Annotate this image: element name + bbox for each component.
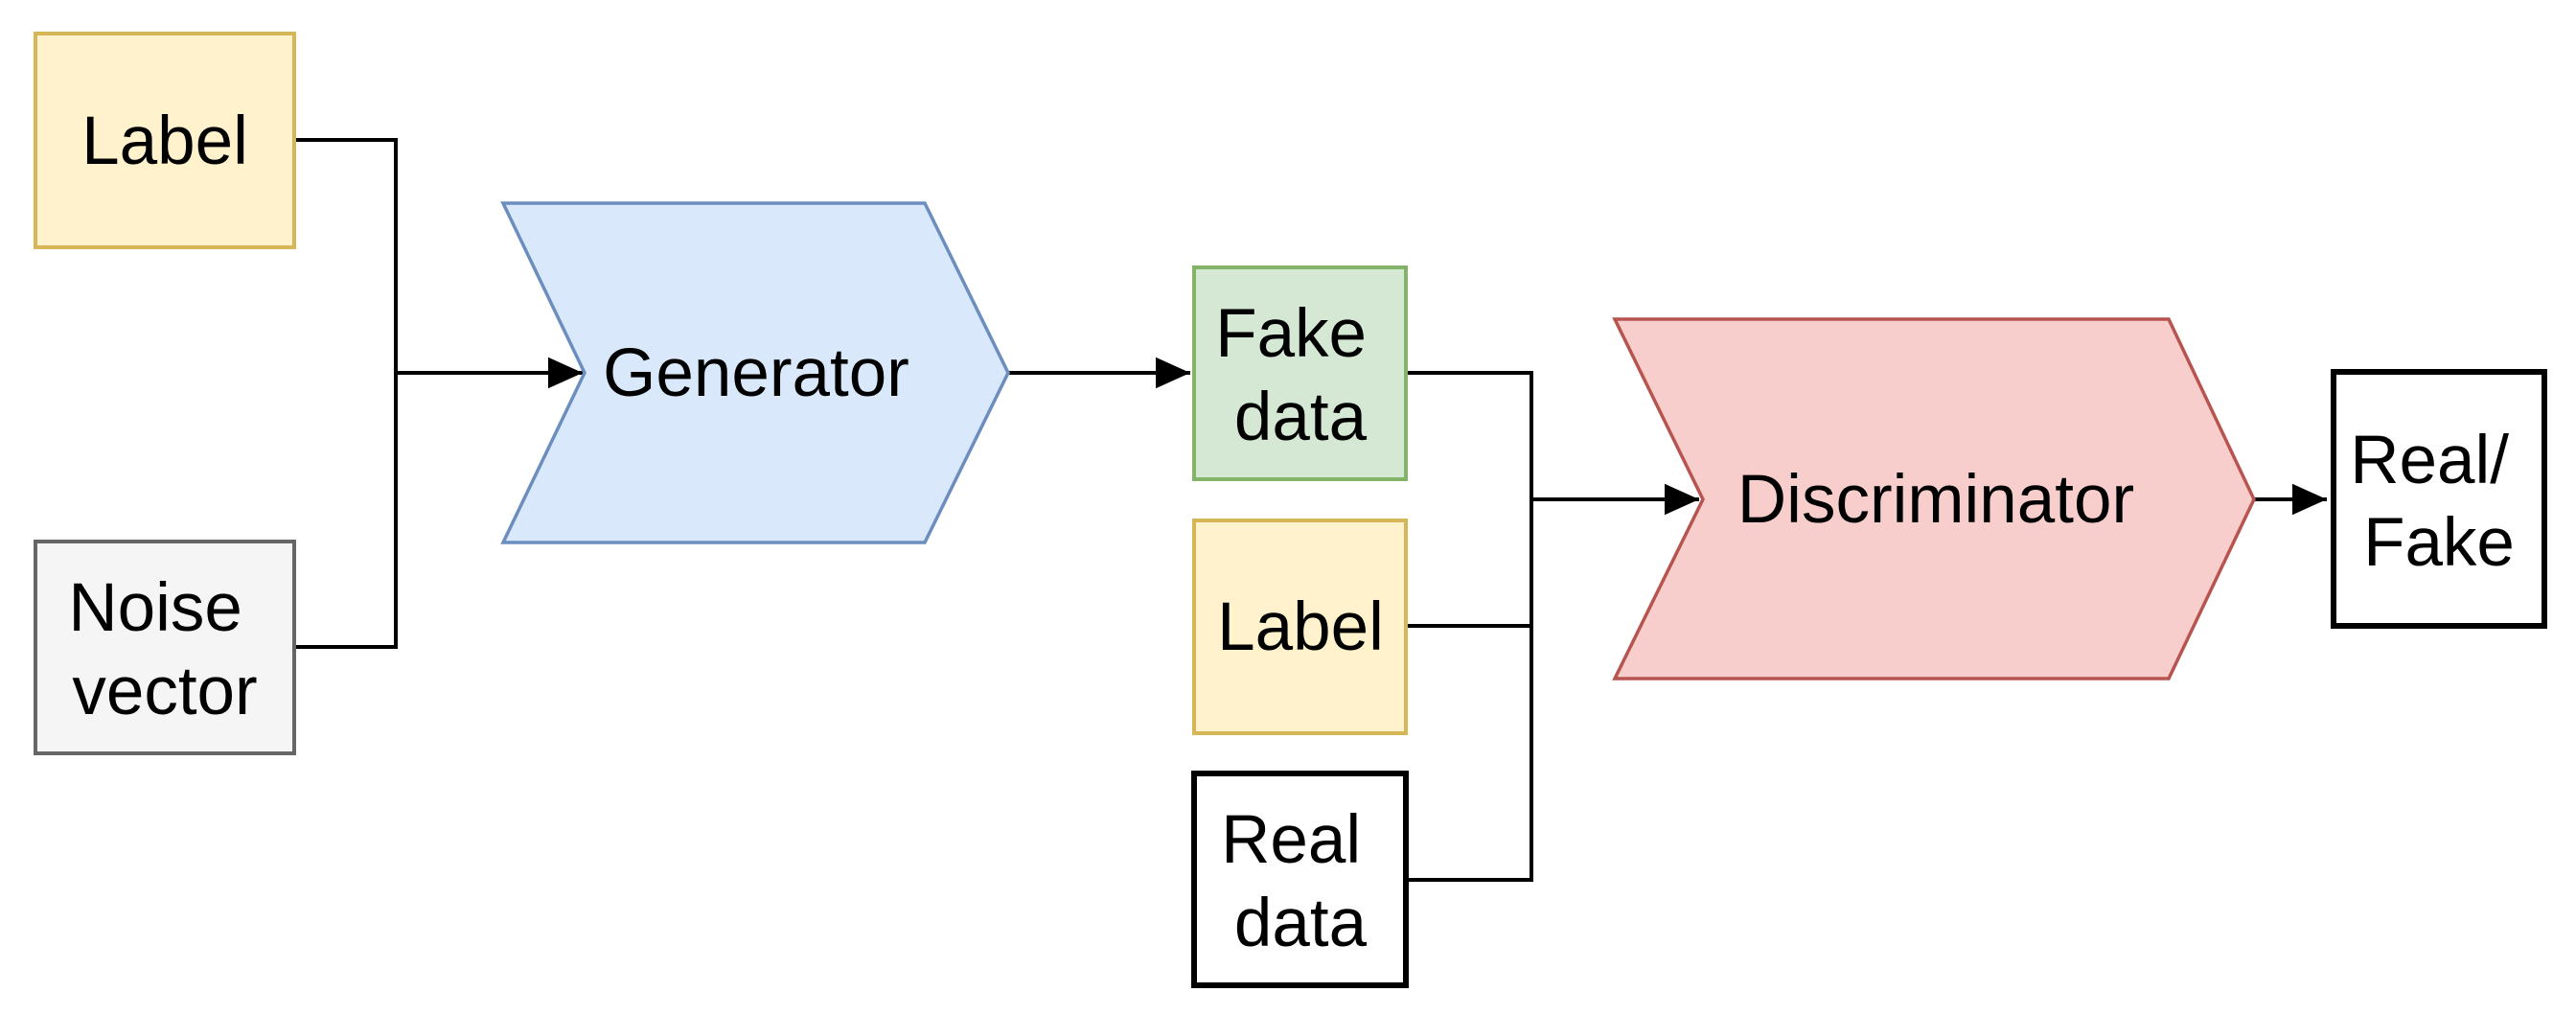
noise-vector-box — [34, 540, 296, 755]
real-fake-output-box — [2331, 369, 2547, 629]
label-input-text: Label — [81, 104, 248, 179]
real-fake-output-text-line2: Fake — [2363, 505, 2515, 581]
fake-data-text-line1: Fake — [1215, 296, 1367, 372]
real-data-box — [1191, 771, 1409, 988]
noise-vector-text-line2: vector — [72, 654, 257, 729]
noise-vector-node: Noise vector — [34, 540, 296, 755]
real-data-text-line2: data — [1234, 886, 1368, 961]
noise-vector-text-line1: Noise — [68, 570, 242, 646]
real-fake-output-text-line1: Real/ — [2350, 423, 2509, 498]
label-condition-text: Label — [1217, 589, 1384, 665]
generator-text: Generator — [603, 335, 909, 411]
connector-discriminator-inputs-join — [1406, 371, 1533, 882]
fake-data-text-line2: data — [1234, 380, 1368, 455]
generator-node: Generator — [500, 201, 1010, 544]
discriminator-text: Discriminator — [1737, 462, 2134, 538]
discriminator-node: Discriminator — [1612, 317, 2256, 681]
fake-data-box — [1192, 265, 1408, 481]
label-condition-node: Label — [1192, 519, 1408, 735]
real-data-node: Real data — [1191, 771, 1409, 988]
noise-vector-text: Noise vector — [68, 570, 261, 729]
real-data-text: Real data — [1221, 802, 1380, 961]
connector-inputs-join — [294, 138, 398, 649]
discriminator-chevron — [1612, 317, 2256, 681]
generator-chevron — [500, 201, 1010, 544]
real-fake-output-node: Real/ Fake — [2331, 369, 2547, 629]
fake-data-text: Fake data — [1215, 296, 1386, 455]
fake-data-node: Fake data — [1192, 265, 1408, 481]
label-condition-box — [1192, 519, 1408, 735]
label-input-node: Label — [34, 32, 296, 249]
label-input-box — [34, 32, 296, 249]
real-data-text-line1: Real — [1221, 802, 1361, 878]
real-fake-output-text: Real/ Fake — [2350, 423, 2527, 581]
